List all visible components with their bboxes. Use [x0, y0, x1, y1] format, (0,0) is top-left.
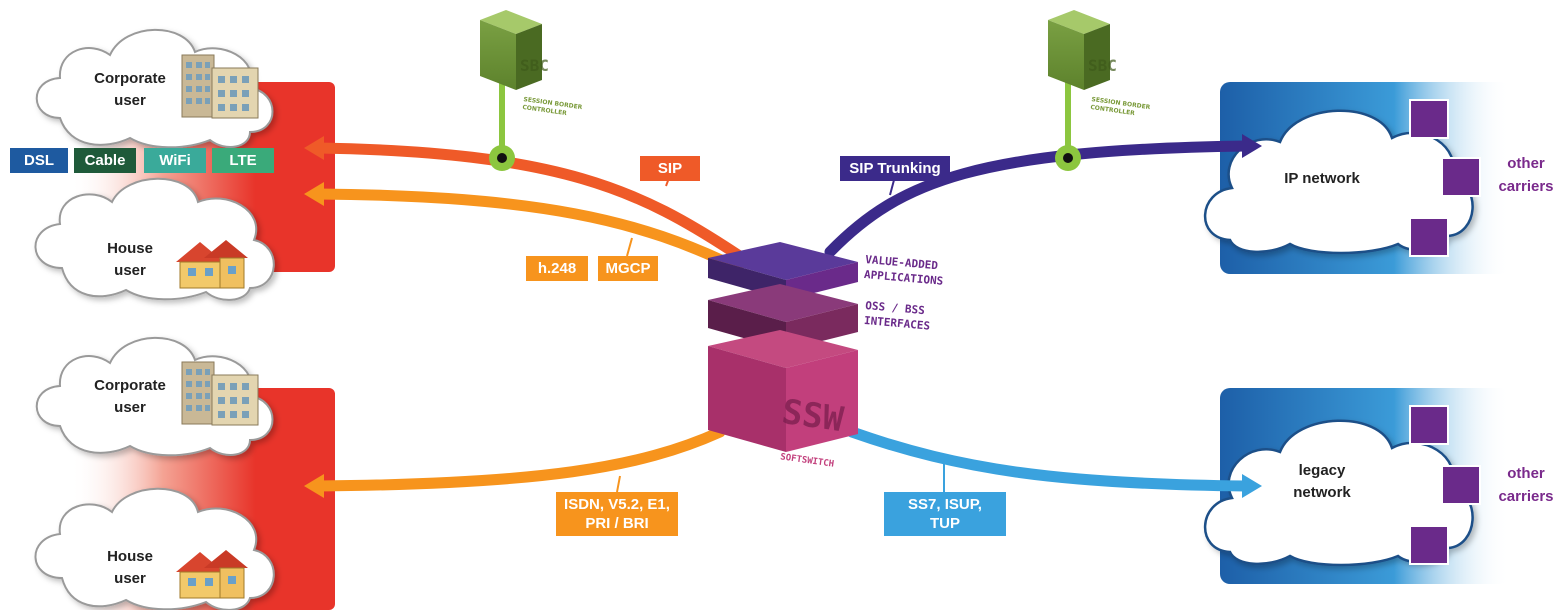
house-icon — [176, 550, 248, 599]
ss7-label: SS7, ISUP,TUP — [884, 492, 1006, 536]
isdn-leader — [616, 475, 621, 493]
sip-trunking-arrowhead — [1242, 134, 1262, 158]
isdn-arrowhead — [304, 474, 324, 498]
sip-label: SIP — [640, 156, 700, 181]
ss7-link — [846, 426, 1251, 492]
sbc-label-right: SBC — [1088, 56, 1117, 75]
sip-link — [312, 142, 744, 261]
carrier-nodes-top — [1409, 99, 1481, 257]
isdn-link — [312, 426, 726, 492]
mgcp-label: MGCP — [598, 256, 658, 281]
h248-mgcp-link — [312, 188, 744, 274]
ip-network-label: IP network — [1284, 170, 1360, 187]
carrier-nodes-bottom — [1409, 405, 1481, 565]
wifi-tag: WiFi — [144, 148, 206, 173]
sbc-label-left: SBC — [520, 56, 549, 75]
ssw-label: SSW — [779, 391, 846, 441]
dsl-tag: DSL — [10, 148, 68, 173]
h248-label: h.248 — [526, 256, 588, 281]
sbc-node-left-core — [497, 153, 507, 163]
sip-trunking-link — [824, 140, 1251, 258]
ss7-arrowhead — [1242, 474, 1262, 498]
softswitch-box — [708, 330, 858, 452]
h248-arrowhead — [304, 182, 324, 206]
sbc-node-right-core — [1063, 153, 1073, 163]
house-icon — [176, 240, 248, 289]
sbc-box-left — [480, 10, 542, 90]
cable-tag: Cable — [74, 148, 136, 173]
isdn-label: ISDN, V5.2, E1,PRI / BRI — [556, 492, 678, 536]
sip-trunking-label: SIP Trunking — [840, 156, 950, 181]
sbc-box-right — [1048, 10, 1110, 90]
office-building-icon — [181, 54, 259, 119]
mgcp-leader — [626, 237, 633, 257]
sip-trunking-leader — [889, 179, 895, 196]
lte-tag: LTE — [212, 148, 274, 173]
office-building-icon — [181, 361, 259, 426]
sip-arrowhead — [304, 136, 324, 160]
